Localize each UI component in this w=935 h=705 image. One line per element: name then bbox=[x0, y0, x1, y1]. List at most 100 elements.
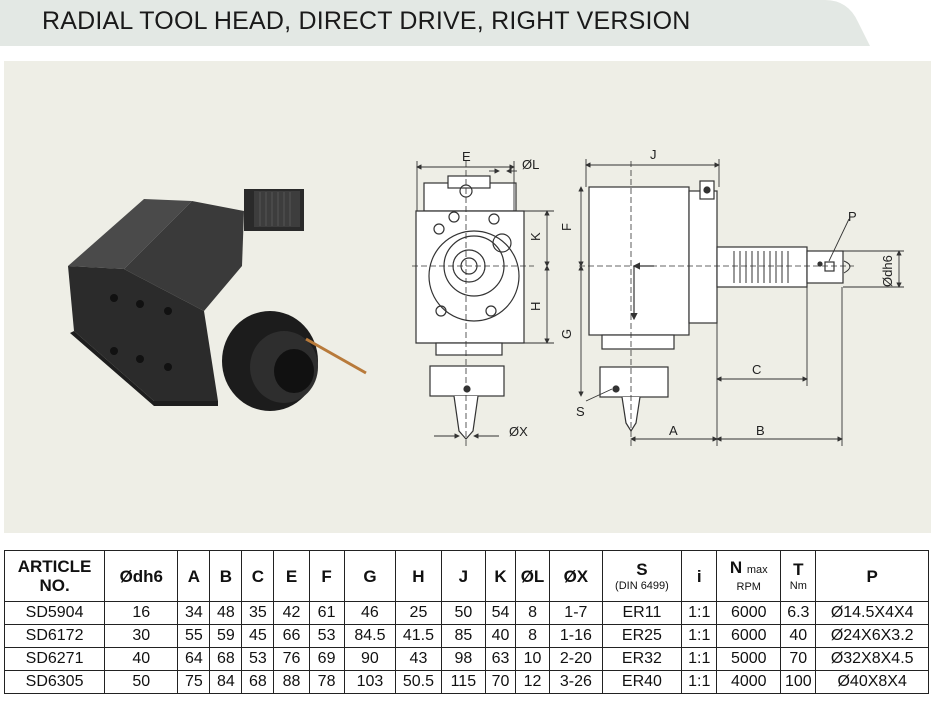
header-h: H bbox=[395, 550, 442, 602]
label-j: J bbox=[650, 147, 657, 162]
header-n-label: N bbox=[729, 558, 743, 577]
header-n-unit: RPM bbox=[736, 581, 761, 593]
cell-dh6: 16 bbox=[104, 601, 179, 625]
tool-head-render bbox=[68, 189, 367, 411]
header-n: N max RPM bbox=[716, 550, 782, 602]
cell-p: Ø14.5X4X4 bbox=[815, 601, 929, 625]
cell-k: 63 bbox=[485, 647, 516, 671]
cell-g: 84.5 bbox=[343, 624, 397, 648]
cell-j: 50 bbox=[440, 601, 487, 625]
label-l: ØL bbox=[522, 157, 539, 172]
label-s: S bbox=[576, 404, 585, 419]
cell-e: 66 bbox=[273, 624, 310, 648]
cell-dh6: 30 bbox=[104, 624, 179, 648]
label-h: H bbox=[528, 302, 543, 311]
cell-f: 53 bbox=[308, 624, 345, 648]
header-l: ØL bbox=[514, 550, 551, 602]
cell-h: 25 bbox=[395, 601, 442, 625]
header-a: A bbox=[177, 550, 211, 602]
cell-b: 48 bbox=[209, 601, 243, 625]
table-header-row: ARTICLE NO. Ødh6 A B C E F G H J K ØL ØX… bbox=[3, 550, 929, 602]
header-x: ØX bbox=[549, 550, 603, 602]
label-a: A bbox=[669, 423, 678, 438]
cell-b: 68 bbox=[209, 647, 243, 671]
header-e: E bbox=[273, 550, 310, 602]
cell-c: 45 bbox=[241, 624, 275, 648]
cell-n: 6000 bbox=[716, 601, 782, 625]
cell-article: SD6271 bbox=[3, 647, 106, 671]
cell-article: SD6172 bbox=[3, 624, 106, 648]
cell-l: 12 bbox=[514, 670, 551, 694]
label-e: E bbox=[462, 149, 471, 164]
cell-j: 115 bbox=[440, 670, 487, 694]
header-p: P bbox=[815, 550, 929, 602]
cell-b: 59 bbox=[209, 624, 243, 648]
front-view bbox=[412, 161, 534, 446]
label-p: P bbox=[848, 209, 857, 224]
cell-g: 103 bbox=[343, 670, 397, 694]
header-f: F bbox=[308, 550, 345, 602]
cell-t: 70 bbox=[780, 647, 817, 671]
cell-e: 42 bbox=[273, 601, 310, 625]
cell-s: ER32 bbox=[601, 647, 683, 671]
side-view bbox=[579, 161, 854, 446]
cell-a: 34 bbox=[177, 601, 211, 625]
cell-j: 85 bbox=[440, 624, 487, 648]
label-x: ØX bbox=[509, 424, 528, 439]
cell-s: ER25 bbox=[601, 624, 683, 648]
cell-k: 54 bbox=[485, 601, 516, 625]
header-dh6: Ødh6 bbox=[104, 550, 179, 602]
cell-s: ER40 bbox=[601, 670, 683, 694]
header-t-unit: Nm bbox=[789, 579, 807, 592]
header-t: T Nm bbox=[780, 550, 817, 602]
spec-table: ARTICLE NO. Ødh6 A B C E F G H J K ØL ØX… bbox=[3, 550, 929, 694]
cell-n: 4000 bbox=[716, 670, 782, 694]
cell-a: 75 bbox=[177, 670, 211, 694]
cell-t: 6.3 bbox=[780, 601, 817, 625]
cell-p: Ø24X6X3.2 bbox=[815, 624, 929, 648]
cell-x: 2-20 bbox=[549, 647, 603, 671]
header-s-sub: (DIN 6499) bbox=[615, 579, 669, 592]
page-title: RADIAL TOOL HEAD, DIRECT DRIVE, RIGHT VE… bbox=[42, 7, 691, 35]
cell-x: 1-16 bbox=[549, 624, 603, 648]
cell-k: 70 bbox=[485, 670, 516, 694]
cell-t: 40 bbox=[780, 624, 817, 648]
cell-h: 43 bbox=[395, 647, 442, 671]
cell-f: 69 bbox=[308, 647, 345, 671]
cell-dh6: 40 bbox=[104, 647, 179, 671]
header-s-label: S bbox=[636, 559, 648, 579]
cell-l: 10 bbox=[514, 647, 551, 671]
header-article-no: ARTICLE NO. bbox=[3, 550, 106, 602]
cell-f: 61 bbox=[308, 601, 345, 625]
title-band: RADIAL TOOL HEAD, DIRECT DRIVE, RIGHT VE… bbox=[0, 0, 870, 46]
dimension-labels: E ØL J F K H G P Ødh6 C S ØX A B bbox=[462, 147, 895, 439]
header-i: i bbox=[681, 550, 718, 602]
cell-article: SD5904 bbox=[3, 601, 106, 625]
cell-e: 88 bbox=[273, 670, 310, 694]
cell-p: Ø32X8X4.5 bbox=[815, 647, 929, 671]
cell-h: 41.5 bbox=[395, 624, 442, 648]
cell-n: 6000 bbox=[716, 624, 782, 648]
cell-a: 55 bbox=[177, 624, 211, 648]
cell-l: 8 bbox=[514, 601, 551, 625]
header-n-sub: max bbox=[746, 564, 768, 576]
cell-x: 3-26 bbox=[549, 670, 603, 694]
cell-x: 1-7 bbox=[549, 601, 603, 625]
cell-k: 40 bbox=[485, 624, 516, 648]
cell-g: 90 bbox=[343, 647, 397, 671]
label-f: F bbox=[559, 223, 574, 231]
cell-i: 1:1 bbox=[681, 601, 718, 625]
cell-e: 76 bbox=[273, 647, 310, 671]
header-g: G bbox=[343, 550, 397, 602]
cell-a: 64 bbox=[177, 647, 211, 671]
label-c: C bbox=[752, 362, 761, 377]
cell-i: 1:1 bbox=[681, 670, 718, 694]
cell-g: 46 bbox=[343, 601, 397, 625]
header-t-label: T bbox=[793, 559, 804, 579]
cell-l: 8 bbox=[514, 624, 551, 648]
header-s: S (DIN 6499) bbox=[601, 550, 683, 602]
